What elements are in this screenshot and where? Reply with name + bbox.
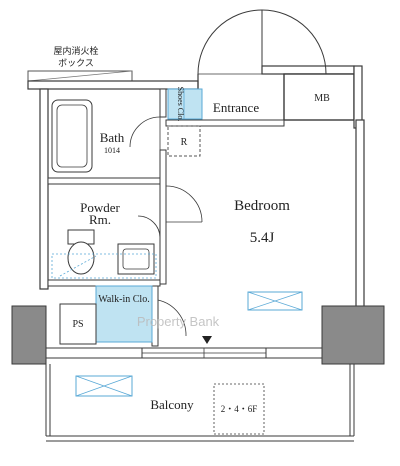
washer-space xyxy=(51,253,157,279)
outdoor-ac-unit xyxy=(75,375,133,397)
refrigerator-label: R xyxy=(181,137,188,148)
watermark: Property Bank xyxy=(137,314,220,329)
refrigerator-space xyxy=(167,125,201,157)
shoes-closet-label: Shoes Clo. xyxy=(176,87,185,122)
bottom-wall-left xyxy=(45,347,143,359)
entrance-door xyxy=(197,9,327,92)
bedroom-label: Bedroom xyxy=(234,198,290,214)
entry-arrow xyxy=(202,336,212,344)
bath-door xyxy=(129,116,161,148)
balcony-label: Balcony xyxy=(150,397,194,412)
powder-room-label-2: Rm. xyxy=(89,212,111,227)
hydrant-box-label-2: ボックス xyxy=(58,58,94,68)
bedroom-door xyxy=(165,185,203,223)
pipe-space-label: PS xyxy=(72,319,83,330)
powder-room-label-1: Powder xyxy=(80,200,120,215)
toilet-bowl xyxy=(67,241,95,275)
column-left xyxy=(11,305,47,365)
floors-area xyxy=(213,383,265,435)
bathtub xyxy=(51,99,93,173)
hydrant-box-diagonal xyxy=(27,70,133,82)
walk-in-closet-label: Walk-in Clo. xyxy=(98,294,149,305)
bottom-wall-right xyxy=(265,347,323,359)
column-right xyxy=(321,305,385,365)
powder-room-door xyxy=(137,215,161,239)
bath-size-label: 1014 xyxy=(104,146,120,155)
mb-label: MB xyxy=(314,93,330,104)
floors-label: 2・4・6F xyxy=(221,404,258,414)
shoes-closet xyxy=(167,88,203,120)
hydrant-box-label-1: 屋内消火栓 xyxy=(53,45,98,56)
balcony-railing xyxy=(45,364,355,442)
pipe-space xyxy=(59,303,97,345)
bath-label: Bath xyxy=(100,130,125,145)
bedroom-size-label: 5.4J xyxy=(250,230,275,246)
balcony-window xyxy=(141,347,267,359)
entrance-label: Entrance xyxy=(213,100,259,115)
walk-in-closet-door xyxy=(157,299,187,337)
ac-unit xyxy=(247,291,303,311)
